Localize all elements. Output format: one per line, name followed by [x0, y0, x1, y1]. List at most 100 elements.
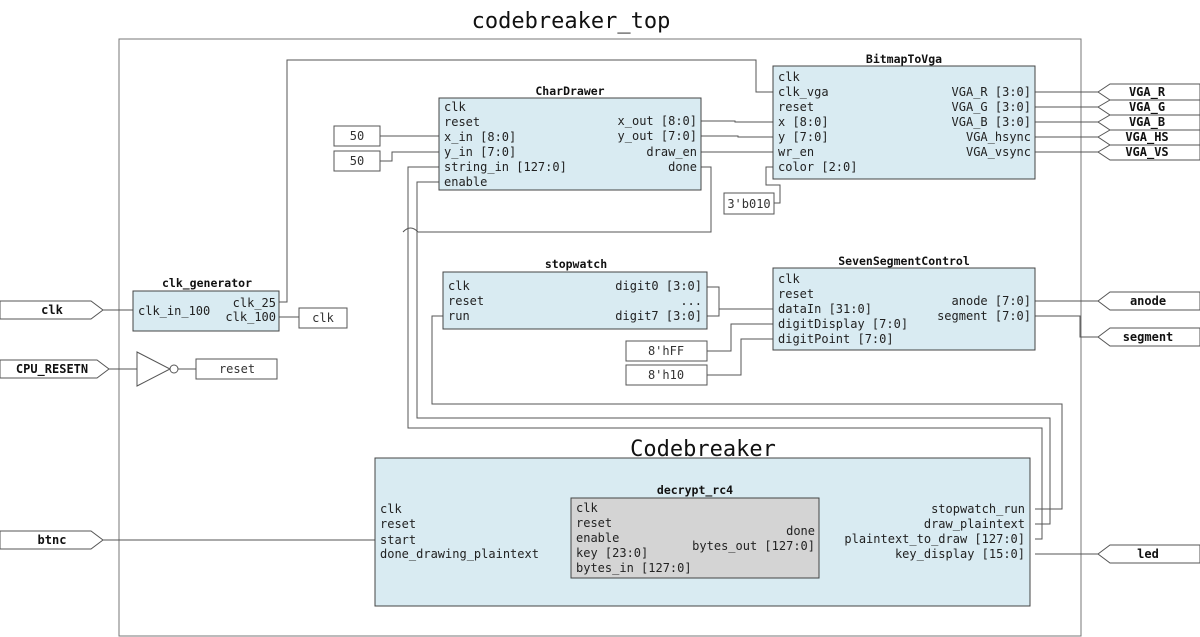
- input-port-cpu-resetn: CPU_RESETN: [0, 359, 110, 379]
- constant-x-in-label: 50: [350, 129, 364, 143]
- seven-seg-out-0: anode [7:0]: [952, 294, 1031, 308]
- bitmap-to-vga-out-2: VGA_B [3:0]: [952, 115, 1031, 129]
- decrypt-rc4-in-0: clk: [576, 501, 598, 515]
- seven-seg-in-3: digitDisplay [7:0]: [778, 317, 908, 331]
- codebreaker-in-3: done_drawing_plaintext: [380, 547, 539, 561]
- output-port-vga-b: VGA_B: [1097, 114, 1200, 131]
- clk-generator-in: clk_in_100: [138, 304, 210, 318]
- char-drawer-out-1: y_out [7:0]: [618, 129, 697, 143]
- constant-digit-point: 8'h10: [625, 364, 708, 386]
- seven-seg-in-2: dataIn [31:0]: [778, 302, 872, 316]
- module-clk-generator-title: clk_generator: [162, 276, 252, 291]
- output-port-vga-r: VGA_R: [1097, 83, 1200, 101]
- constant-color-label: 3'b010: [727, 197, 770, 211]
- codebreaker-out-3: key_display [15:0]: [895, 547, 1025, 561]
- codebreaker-out-0: stopwatch_run: [931, 502, 1025, 516]
- bitmap-to-vga-in-0: clk: [778, 70, 800, 84]
- constant-y-in: 50: [333, 150, 381, 172]
- module-stopwatch: stopwatch clk reset run digit0 [3:0] ...…: [442, 257, 708, 330]
- module-char-drawer-title: CharDrawer: [535, 84, 604, 98]
- input-port-cpu-resetn-label: CPU_RESETN: [16, 362, 88, 377]
- bitmap-to-vga-in-6: color [2:0]: [778, 160, 857, 174]
- bitmap-to-vga-out-0: VGA_R [3:0]: [952, 85, 1031, 99]
- char-drawer-out-2: draw_en: [646, 145, 697, 159]
- bitmap-to-vga-in-2: reset: [778, 100, 814, 114]
- char-drawer-out-0: x_out [8:0]: [618, 114, 697, 128]
- stopwatch-out-1: ...: [680, 294, 702, 308]
- stopwatch-in-0: clk: [448, 279, 470, 293]
- output-port-vga-vs-label: VGA_VS: [1125, 145, 1168, 160]
- module-bitmap-to-vga: BitmapToVga clk clk_vga reset x [8:0] y …: [772, 52, 1036, 180]
- output-port-led: led: [1097, 544, 1200, 564]
- module-bitmap-to-vga-title: BitmapToVga: [866, 52, 942, 66]
- char-drawer-in-5: enable: [444, 175, 487, 189]
- constant-digit-display-label: 8'hFF: [648, 344, 684, 358]
- constant-x-in: 50: [333, 125, 381, 147]
- module-decrypt-rc4: decrypt_rc4 clk reset enable key [23:0] …: [570, 483, 820, 579]
- char-drawer-in-0: clk: [444, 100, 466, 114]
- bitmap-to-vga-in-5: wr_en: [778, 145, 814, 159]
- output-port-segment: segment: [1097, 327, 1200, 347]
- input-port-clk-label: clk: [41, 303, 63, 317]
- codebreaker-in-1: reset: [380, 517, 416, 531]
- constant-digit-display: 8'hFF: [625, 340, 708, 362]
- output-port-vga-hs: VGA_HS: [1097, 129, 1200, 146]
- stopwatch-out-0: digit0 [3:0]: [615, 279, 702, 293]
- output-port-segment-label: segment: [1123, 330, 1174, 344]
- bitmap-to-vga-in-3: x [8:0]: [778, 115, 829, 129]
- inverter-gate: [136, 351, 179, 387]
- decrypt-rc4-in-4: bytes_in [127:0]: [576, 561, 692, 575]
- codebreaker-out-1: draw_plaintext: [924, 517, 1025, 531]
- bitmap-to-vga-out-4: VGA_vsync: [966, 145, 1031, 159]
- output-port-led-label: led: [1137, 547, 1159, 561]
- constant-digit-point-label: 8'h10: [648, 368, 684, 382]
- output-port-vga-b-label: VGA_B: [1129, 115, 1165, 130]
- output-port-vga-r-label: VGA_R: [1129, 85, 1166, 100]
- clk-generator-out-clk100: clk_100: [225, 310, 276, 324]
- seven-seg-in-4: digitPoint [7:0]: [778, 332, 894, 346]
- char-drawer-out-3: done: [668, 160, 697, 174]
- bitmap-to-vga-in-1: clk_vga: [778, 85, 829, 99]
- output-port-vga-g-label: VGA_G: [1129, 100, 1165, 115]
- stopwatch-out-2: digit7 [3:0]: [615, 309, 702, 323]
- seven-seg-out-1: segment [7:0]: [937, 309, 1031, 323]
- output-port-anode-label: anode: [1130, 294, 1166, 308]
- decrypt-rc4-in-2: enable: [576, 531, 619, 545]
- wires: [103, 59, 1098, 555]
- input-port-btnc-label: btnc: [38, 533, 67, 547]
- module-seven-segment-control: SevenSegmentControl clk reset dataIn [31…: [772, 254, 1036, 351]
- input-port-btnc: btnc: [0, 530, 104, 550]
- module-decrypt-rc4-title: decrypt_rc4: [657, 483, 733, 498]
- signal-box-clk-label: clk: [312, 311, 334, 325]
- output-port-anode: anode: [1097, 291, 1200, 311]
- top-module-title: codebreaker_top: [472, 9, 671, 34]
- module-seven-segment-control-title: SevenSegmentControl: [838, 254, 970, 268]
- codebreaker-out-2: plaintext_to_draw [127:0]: [844, 532, 1025, 546]
- module-char-drawer: CharDrawer clk reset x_in [8:0] y_in [7:…: [438, 84, 702, 191]
- stopwatch-in-2: run: [448, 309, 470, 323]
- signal-box-reset: reset: [195, 358, 278, 380]
- char-drawer-in-3: y_in [7:0]: [444, 145, 516, 159]
- constant-color: 3'b010: [723, 192, 775, 215]
- char-drawer-in-4: string_in [127:0]: [444, 160, 567, 174]
- bitmap-to-vga-out-3: VGA_hsync: [966, 130, 1031, 144]
- signal-box-reset-label: reset: [219, 362, 255, 376]
- char-drawer-in-1: reset: [444, 115, 480, 129]
- seven-seg-in-1: reset: [778, 287, 814, 301]
- bitmap-to-vga-out-1: VGA_G [3:0]: [952, 100, 1031, 114]
- input-port-clk: clk: [0, 300, 104, 320]
- codebreaker-in-0: clk: [380, 502, 402, 516]
- codebreaker-in-2: start: [380, 533, 416, 547]
- clk-generator-out-clk25: clk_25: [233, 296, 276, 310]
- module-stopwatch-title: stopwatch: [545, 257, 607, 271]
- decrypt-rc4-out-0: done: [786, 524, 815, 538]
- decrypt-rc4-out-1: bytes_out [127:0]: [692, 539, 815, 553]
- constant-y-in-label: 50: [350, 154, 364, 168]
- decrypt-rc4-in-3: key [23:0]: [576, 546, 648, 560]
- seven-seg-in-0: clk: [778, 272, 800, 286]
- char-drawer-in-2: x_in [8:0]: [444, 130, 516, 144]
- output-port-vga-hs-label: VGA_HS: [1125, 130, 1168, 145]
- bitmap-to-vga-in-4: y [7:0]: [778, 130, 829, 144]
- signal-box-clk: clk: [298, 307, 348, 329]
